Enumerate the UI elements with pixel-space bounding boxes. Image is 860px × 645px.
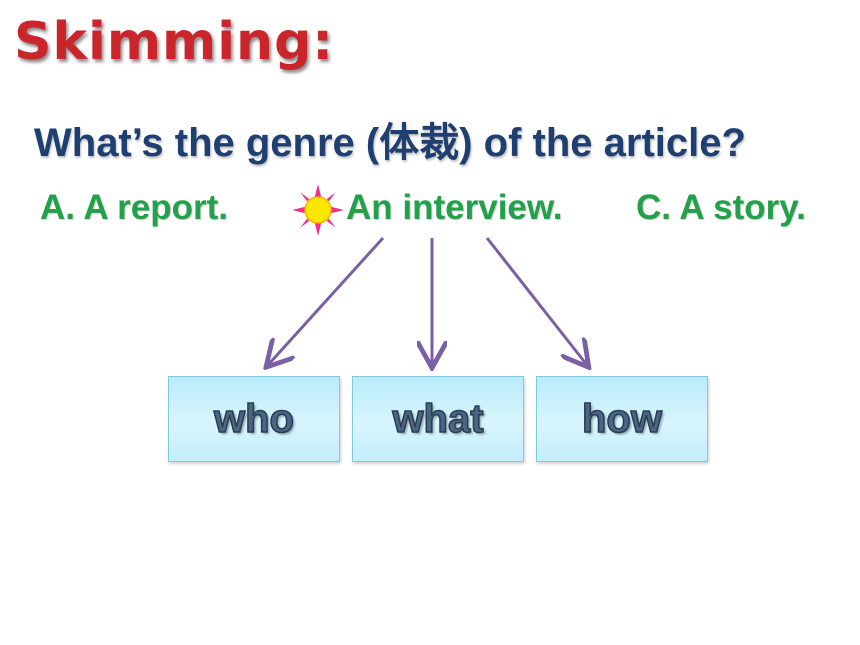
question-text: What’s the genre (体裁) of the article? bbox=[34, 121, 746, 165]
box-who-label: who bbox=[213, 396, 294, 442]
box-how: how bbox=[536, 376, 708, 462]
option-b: An interview. bbox=[346, 188, 563, 227]
box-who: who bbox=[168, 376, 340, 462]
arrow-to-how bbox=[485, 237, 587, 365]
slide-title: Skimming: bbox=[14, 12, 335, 72]
box-how-label: how bbox=[581, 396, 662, 442]
option-c: C. A story. bbox=[636, 188, 806, 227]
sun-icon bbox=[289, 181, 347, 239]
box-what-label: what bbox=[392, 396, 485, 442]
option-a: A. A report. bbox=[40, 188, 228, 227]
box-what: what bbox=[352, 376, 524, 462]
arrow-to-who bbox=[268, 236, 385, 365]
